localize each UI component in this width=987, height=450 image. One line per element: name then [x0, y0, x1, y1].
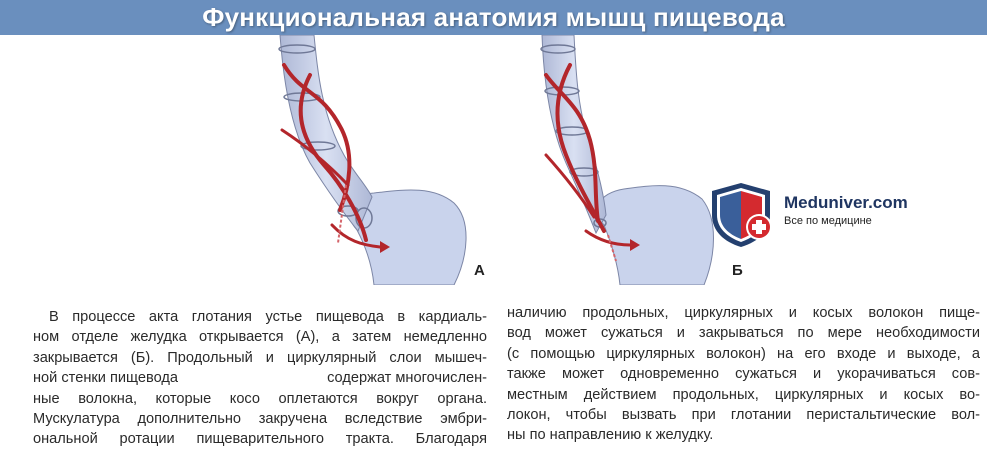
text-line: Мускулатура дополнительно закручена всле… — [33, 411, 487, 428]
text-line: ном отделе желудка открывается (А), а за… — [33, 329, 487, 346]
figure-a-illustration — [278, 35, 467, 285]
text-line: местным действием продольных, циркулярны… — [507, 386, 980, 403]
figure-b-label: Б — [732, 262, 743, 279]
text-column-right: наличию продольных, циркулярных и косых … — [507, 303, 980, 446]
figure-a-label: А — [474, 262, 485, 279]
text-fragment: ной стенки пищевода — [33, 370, 178, 387]
text-column-left: В процессе акта глотания устье пищевода … — [33, 307, 487, 450]
text-line: закрывается (Б). Продольный и циркулярны… — [33, 349, 487, 366]
text-line: (с помощью циркулярных волокон) на его в… — [507, 345, 980, 362]
text-line: локон, чтобы вызвать при глотании перист… — [507, 407, 980, 424]
text-line: ональной ротации пищеварительного тракта… — [33, 431, 487, 448]
title-bar: Функциональная анатомия мышц пищевода — [0, 0, 987, 35]
text-line: ны по направлению к желудку. — [507, 427, 714, 444]
text-line: ные волокна, которые косо оплетаются вок… — [33, 390, 487, 407]
esophagus-tube — [279, 35, 373, 232]
text-line: В процессе акта глотания устье пищевода … — [49, 309, 487, 325]
page-title: Функциональная анатомия мышц пищевода — [202, 2, 785, 32]
text-line: также может одновременно сужаться и укор… — [507, 366, 980, 383]
text-line: вод может сужаться и закрываться по мере… — [507, 325, 980, 342]
figure-b-illustration — [540, 35, 714, 285]
text-fragment: содержат многочислен- — [327, 370, 487, 387]
text-line-split: ной стенки пищевода содержат многочислен… — [33, 368, 487, 388]
shield-icon — [712, 183, 772, 247]
text-line: наличию продольных, циркулярных и косых … — [507, 305, 980, 321]
logo-site-name: Meduniver.com — [784, 193, 908, 212]
logo-tagline: Все по медицине — [784, 215, 872, 227]
meduniver-logo[interactable]: Meduniver.com Все по медицине — [708, 181, 928, 249]
stomach-shape — [596, 185, 714, 285]
